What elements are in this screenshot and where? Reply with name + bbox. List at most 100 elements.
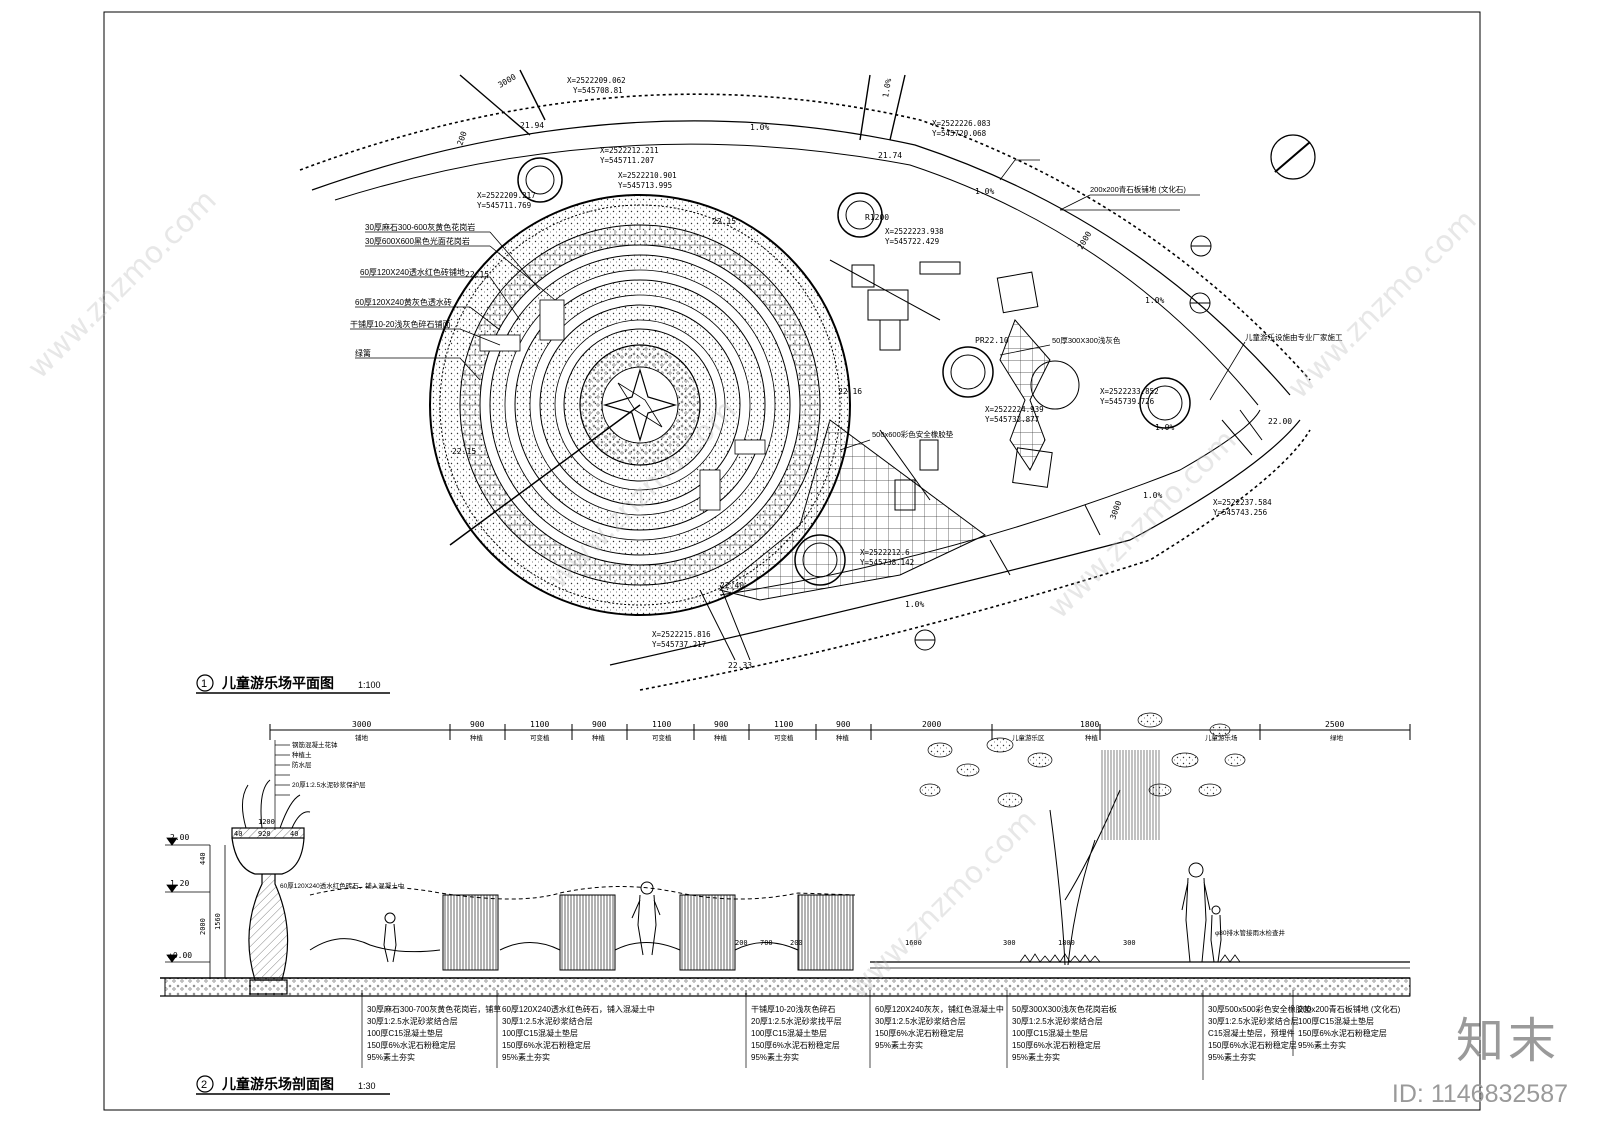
callout-label: 30厚1:2.5水泥砂浆结合层 [875, 1016, 966, 1026]
section-drawing: 3000 900 1100 900 1100 900 1100 900 2000… [160, 712, 1411, 1095]
plan-scale: 1:100 [358, 680, 381, 690]
callout-label: 150厚6%水泥石粉稳定层 [367, 1040, 456, 1050]
callout-label: 30厚1:2.5水泥砂浆结合层 [1012, 1016, 1103, 1026]
callout-label: 150厚6%水泥石粉稳定层 [502, 1040, 591, 1050]
coord-label: Y=545711.207 [600, 156, 654, 165]
callout-label: 150厚6%水泥石粉稳定层 [1012, 1040, 1101, 1050]
coord-label: Y=545739.726 [1100, 397, 1155, 406]
callout-label: 100厚C15混凝土垫层 [367, 1028, 443, 1038]
zone-label: 种植 [592, 733, 606, 742]
plan-drawing: X=2522209.062 Y=545708.81 X=2522212.211 … [196, 69, 1343, 694]
coord-label: Y=545722.429 [885, 237, 939, 246]
callout-label: 30厚1:2.5水泥砂浆结合层 [367, 1016, 458, 1026]
dim-label: 1100 [530, 720, 549, 729]
brand-logo: 知末 [1455, 1013, 1560, 1069]
vase-dim: 1200 [258, 818, 275, 826]
zone-label: 种植 [714, 733, 728, 742]
dim-label: 2500 [1325, 720, 1344, 729]
zone-label: 可变植 [774, 733, 794, 742]
material-label: 50厚300X300浅灰色 [1052, 335, 1121, 345]
coord-label: Y=545743.256 [1213, 508, 1268, 517]
vase-dim: 40 [290, 830, 298, 838]
callout-label: 200x200青石板铺地 (文化石) [1298, 1004, 1401, 1014]
dim-label: 300 [1003, 939, 1016, 947]
callout-group: 干铺厚10-20浅灰色碎石 20厚1:2.5水泥砂浆找平层 100厚C15混凝土… [751, 1004, 842, 1062]
zone-label: 种植 [470, 733, 484, 742]
callout-label: 150厚6%水泥石粉稳定层 [1208, 1040, 1297, 1050]
elevation-label: 22.16 [838, 387, 862, 396]
coord-label: X=2522237.584 [1213, 498, 1272, 507]
slope-label: 1.0% [750, 123, 769, 132]
dim-label: 1100 [774, 720, 793, 729]
tree [919, 712, 1246, 966]
vase-planter [231, 779, 311, 995]
coord-label: X=2522215.816 [652, 630, 711, 639]
section-scale: 1:30 [358, 1081, 376, 1091]
material-label: 30厚麻石300-600灰黄色花岗岩 [365, 222, 475, 232]
callout-label: φ80排水管接雨水检查井 [1215, 928, 1285, 937]
elevation-label: 22.40 [720, 581, 744, 590]
coord-label: X=2522223.938 [885, 227, 944, 236]
material-label: 绿篱 [355, 348, 371, 358]
callout-label: 30厚1:2.5水泥砂浆结合层 [502, 1016, 593, 1026]
person-figure [383, 862, 1222, 963]
callout-group: 60厚120X240灰灰，铺红色混凝土中 30厚1:2.5水泥砂浆结合层 150… [875, 1004, 1004, 1050]
watermark-text: www.znzmo.com [21, 183, 224, 386]
callout-label: 20厚1:2.5水泥砂浆找平层 [751, 1016, 842, 1026]
section-marker-icon [914, 235, 1212, 651]
watermark-text: www.znzmo.com [841, 803, 1044, 1006]
vase-callout: 种植土 [292, 750, 312, 759]
vase-dim: 920 [258, 830, 271, 838]
callout-label: 100厚C15混凝土垫层 [1012, 1028, 1088, 1038]
material-label: 500x600彩色安全橡胶垫 [872, 429, 954, 439]
dim-label: 1600 [905, 939, 922, 947]
dim-label: 3000 [497, 72, 518, 90]
section-number: 2 [201, 1079, 207, 1091]
zone-label: 绿地 [1330, 733, 1344, 742]
dim-label: 1100 [652, 720, 671, 729]
callout-group: 200x200青石板铺地 (文化石) 100厚C15混凝土垫层 150厚6%水泥… [1298, 1004, 1401, 1050]
elevation-label: 22.15 [452, 447, 476, 456]
dim-label: 1800 [1058, 939, 1075, 947]
coord-label: X=2522233.852 [1100, 387, 1159, 396]
dim-label: 200 [455, 130, 468, 147]
dim-label: 900 [836, 720, 851, 729]
dim-label: 700 [760, 939, 773, 947]
elevation-label: 22.15 [465, 270, 489, 279]
callout-label: 150厚6%水泥石粉稳定层 [751, 1040, 840, 1050]
dim-label: 2000 [922, 720, 941, 729]
elevation-label: 22.00 [1268, 417, 1292, 426]
zone-label: 可变植 [652, 733, 672, 742]
slope-label: 1.0% [1145, 296, 1164, 305]
dim-label: 300 [1123, 939, 1136, 947]
vase-callout: 钢筋混凝土花钵 [292, 740, 338, 749]
coord-label: X=2522209.062 [567, 76, 626, 85]
dim-label: 2000 [1076, 230, 1094, 251]
callout-label: C15混凝土垫层，预埋件 [1208, 1028, 1295, 1038]
material-label: 儿童游乐设施由专业厂家施工 [1245, 332, 1343, 342]
callout-label: 干铺厚10-20浅灰色碎石 [751, 1004, 835, 1014]
elevation-label: 21.74 [878, 151, 902, 160]
callout-label: 100厚C15混凝土垫层 [751, 1028, 827, 1038]
plan-title: 儿童游乐场平面图 [221, 675, 334, 691]
callout-label: 30厚1:2.5水泥砂浆结合层 [1208, 1016, 1299, 1026]
callout-label: 100厚C15混凝土垫层 [1298, 1016, 1374, 1026]
slope-label: 1.0% [1155, 423, 1174, 432]
coord-label: Y=545732.877 [985, 415, 1039, 424]
coord-label: Y=545720.068 [932, 129, 987, 138]
zone-label: 可变植 [530, 733, 550, 742]
watermark-text: www.znzmo.com [1281, 203, 1484, 406]
zone-label: 儿童游乐场 [1205, 733, 1238, 742]
callout-group: 30厚麻石300-700灰黄色花岗岩，铺草 30厚1:2.5水泥砂浆结合层 10… [367, 1004, 501, 1062]
elevation-label: 22.15 [712, 217, 736, 226]
vase-callout: 防水层 [292, 760, 312, 769]
material-label: 60厚120X240黄灰色透水砖 [355, 297, 452, 307]
callout-label: 30厚500x500彩色安全橡胶垫 [1208, 1004, 1312, 1014]
vase-dim: 1560 [214, 913, 222, 930]
sheet-border [103, 11, 1481, 1111]
callout-label: 60厚120X240透水红色砖石，铺入混凝土中 [280, 881, 404, 890]
coord-label: Y=545737.217 [652, 640, 706, 649]
coord-label: X=2522224.939 [985, 405, 1044, 414]
material-label: 60厚120X240透水红色砖铺地 [360, 267, 465, 277]
material-label: 200x200青石板铺地 (文化石) [1090, 184, 1186, 194]
